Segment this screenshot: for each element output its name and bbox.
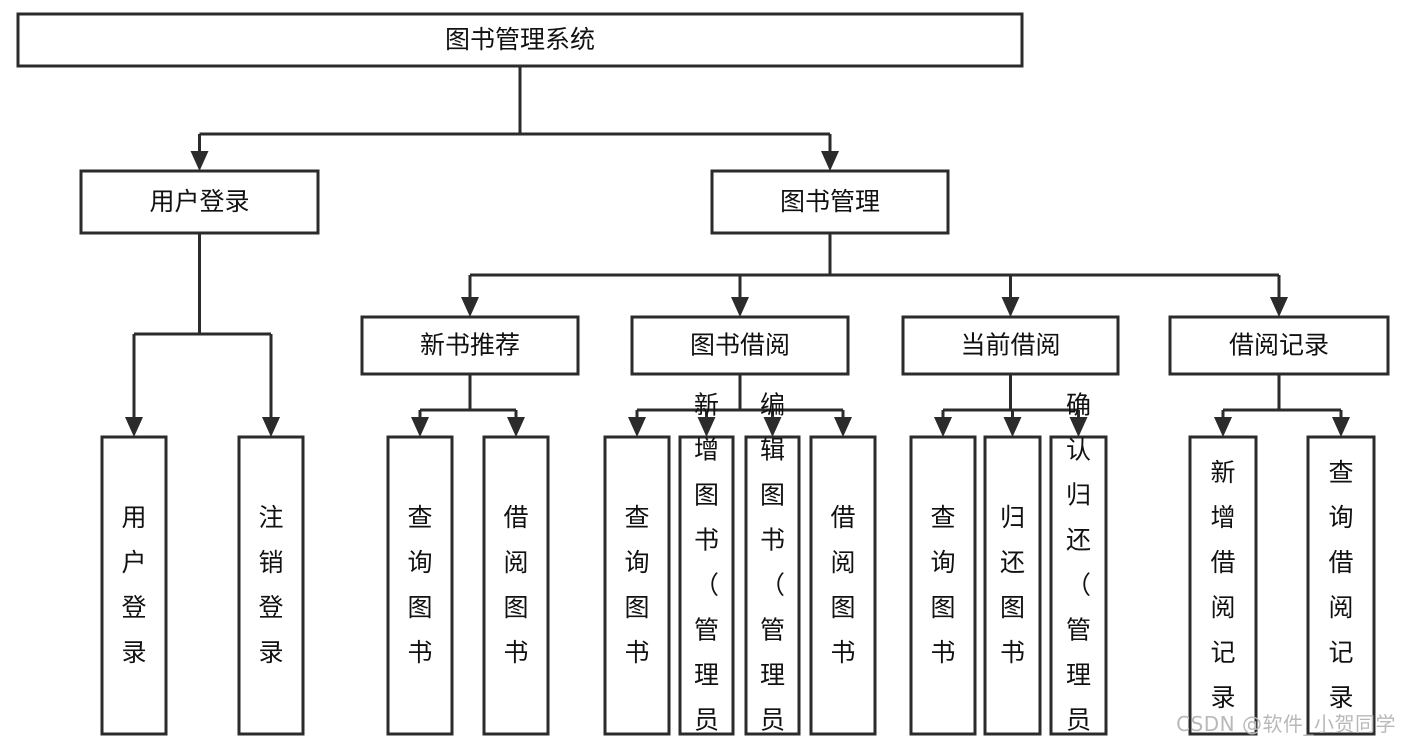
arrow-head-icon: [1270, 297, 1288, 317]
leaf-node-2[interactable]: 查询图书: [386, 435, 454, 736]
node-label: 查询图书: [407, 503, 432, 667]
leaf-node-11[interactable]: 新增借阅记录: [1188, 435, 1258, 736]
arrow-head-icon: [1332, 417, 1350, 437]
leaf-node-1[interactable]: 注销登录: [237, 435, 305, 736]
node-label: 借阅图书: [830, 503, 855, 667]
leaf-node-10[interactable]: 确认归还（管理员）: [1049, 391, 1108, 747]
level3-node-3[interactable]: 借阅记录: [1168, 315, 1390, 376]
arrow-head-icon: [411, 417, 429, 437]
node-label: 查询图书: [624, 503, 649, 667]
node-label: 图书管理: [780, 187, 880, 216]
leaf-node-3[interactable]: 借阅图书: [482, 435, 550, 736]
node-rect: [678, 435, 735, 736]
node-label: 图书借阅: [690, 331, 790, 360]
node-rect: [1168, 315, 1390, 376]
node-rect: [909, 435, 977, 736]
node-rect: [603, 435, 671, 736]
arrow-head-icon: [697, 417, 716, 437]
node-label: 新书推荐: [420, 331, 520, 360]
node-label: 编辑图书（管理员）: [760, 391, 785, 747]
arrow-head-icon: [821, 151, 839, 171]
node-rect: [744, 435, 801, 736]
arrow-head-icon: [731, 297, 749, 317]
leaf-node-0[interactable]: 用户登录: [100, 435, 168, 736]
node-rect: [360, 315, 580, 376]
arrow-head-icon: [628, 417, 646, 437]
level2-node-1[interactable]: 图书管理: [710, 169, 950, 235]
arrow-head-icon: [1003, 417, 1022, 437]
node-rect: [79, 169, 320, 235]
node-label: 用户登录: [149, 187, 249, 216]
arrow-head-icon: [1214, 417, 1232, 437]
node-rect: [1188, 435, 1258, 736]
root-node-book-management-system[interactable]: 图书管理系统: [16, 12, 1024, 68]
leaf-node-12[interactable]: 查询借阅记录: [1306, 435, 1376, 736]
node-rect: [100, 435, 168, 736]
node-label: 归还图书: [1000, 503, 1025, 667]
arrow-head-icon: [834, 417, 852, 437]
node-label: 借阅记录: [1229, 331, 1329, 360]
arrow-head-icon: [1069, 417, 1088, 437]
leaf-node-9[interactable]: 归还图书: [983, 435, 1042, 736]
node-rect: [809, 435, 877, 736]
arrow-head-icon: [461, 297, 479, 317]
level3-node-0[interactable]: 新书推荐: [360, 315, 580, 376]
node-label: 确认归还（管理员）: [1066, 391, 1091, 747]
boxes-layer: 图书管理系统用户登录图书管理新书推荐图书借阅当前借阅借阅记录用户登录注销登录查询…: [16, 12, 1390, 747]
node-rect: [983, 435, 1042, 736]
leaf-node-8[interactable]: 查询图书: [909, 435, 977, 736]
leaf-node-5[interactable]: 新增图书（管理员）: [678, 391, 735, 747]
connectors-layer: [125, 66, 1350, 437]
node-rect: [901, 315, 1120, 376]
node-label: 注销登录: [258, 503, 283, 667]
node-label: 查询借阅记录: [1328, 458, 1353, 712]
arrow-head-icon: [763, 417, 782, 437]
node-label: 查询图书: [930, 503, 955, 667]
node-label: 当前借阅: [960, 331, 1060, 360]
node-rect: [16, 12, 1024, 68]
node-rect: [630, 315, 850, 376]
level3-node-1[interactable]: 图书借阅: [630, 315, 850, 376]
node-label: 图书管理系统: [445, 25, 595, 54]
arrow-head-icon: [190, 151, 209, 171]
csdn-watermark: CSDN @软件_小贺同学: [1176, 712, 1396, 736]
arrow-head-icon: [125, 417, 143, 437]
node-label: 借阅图书: [503, 503, 528, 667]
node-rect: [1306, 435, 1376, 736]
leaf-node-7[interactable]: 借阅图书: [809, 435, 877, 736]
level2-node-0[interactable]: 用户登录: [79, 169, 320, 235]
level3-node-2[interactable]: 当前借阅: [901, 315, 1120, 376]
arrow-head-icon: [262, 417, 280, 437]
arrow-head-icon: [934, 417, 952, 437]
node-label: 新增借阅记录: [1210, 458, 1235, 712]
node-label: 用户登录: [121, 503, 146, 667]
node-rect: [237, 435, 305, 736]
leaf-node-6[interactable]: 编辑图书（管理员）: [744, 391, 801, 747]
leaf-node-4[interactable]: 查询图书: [603, 435, 671, 736]
node-rect: [482, 435, 550, 736]
node-rect: [386, 435, 454, 736]
node-rect: [710, 169, 950, 235]
arrow-head-icon: [507, 417, 525, 437]
arrow-head-icon: [1001, 297, 1020, 317]
node-label: 新增图书（管理员）: [694, 391, 719, 747]
node-rect: [1049, 435, 1108, 736]
